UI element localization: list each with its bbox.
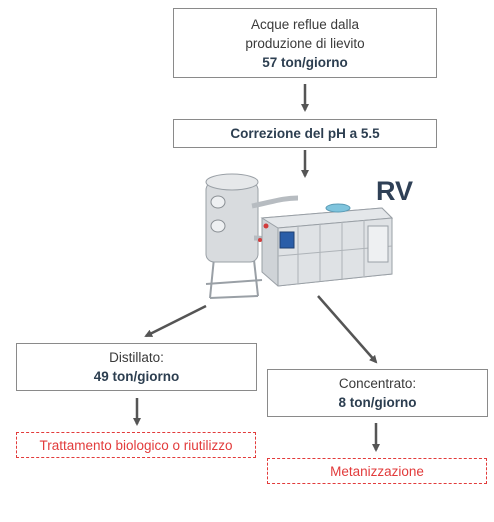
concentrate-line1: Concentrato: (338, 376, 417, 391)
distillate-amount: 49 ton/giorno (93, 369, 180, 384)
source-box: Acque reflue dalla produzione di lievito… (173, 8, 437, 78)
arrow-machine-to-concentrate (317, 295, 378, 364)
treatment-box: Trattamento biologico o riutilizzo (16, 432, 256, 458)
source-line2: produzione di lievito (245, 35, 365, 51)
distillate-box: Distillato: 49 ton/giorno (16, 343, 257, 391)
treatment-label: Trattamento biologico o riutilizzo (39, 437, 233, 453)
machine-label: RV (376, 176, 414, 206)
methanation-label: Metanizzazione (330, 463, 424, 479)
source-line1: Acque reflue dalla (250, 16, 360, 32)
concentrate-amount: 8 ton/giorno (338, 395, 417, 410)
methanation-box: Metanizzazione (267, 458, 487, 484)
ph-correction-box: Correzione del pH a 5.5 (173, 119, 437, 148)
distillate-line1: Distillato: (109, 350, 164, 365)
arrow-machine-to-distillate (144, 304, 207, 338)
concentrate-box: Concentrato: 8 ton/giorno (267, 369, 488, 417)
source-amount: 57 ton/giorno (262, 54, 348, 70)
evaporator-machine-image (205, 173, 394, 299)
ph-label: Correzione del pH a 5.5 (230, 126, 380, 141)
